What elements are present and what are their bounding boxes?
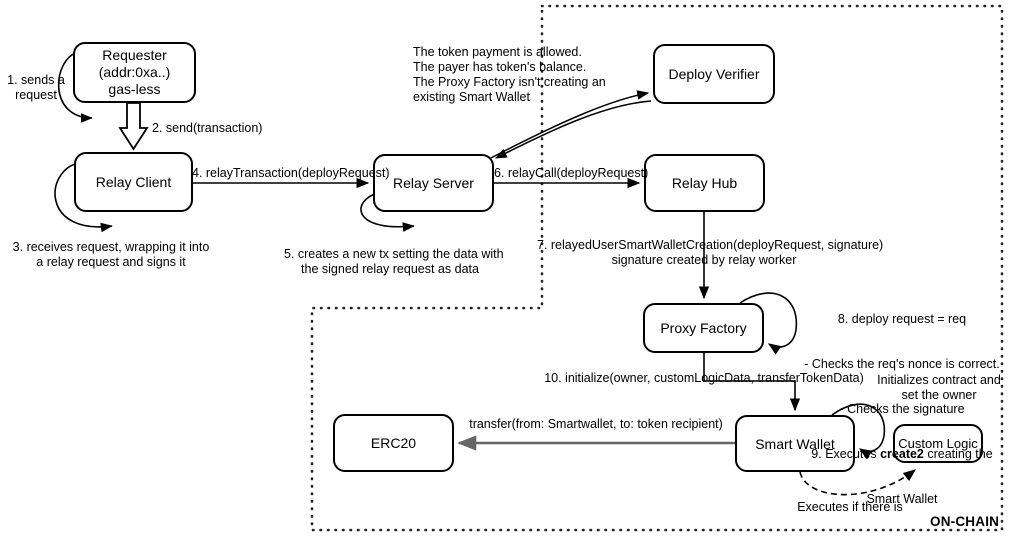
label-step3: 3. receives request, wrapping it into a …: [12, 240, 210, 269]
annotation-factory-line2: - Checks the req's nonce is correct.: [804, 357, 1000, 371]
edge-smartwallet-selfloop: [831, 403, 886, 460]
annotation-factory-line5: Smart Wallet: [866, 492, 938, 506]
annotation-factory-line4-pre: 9. Executes: [811, 447, 881, 461]
label-step7: 7. relayedUserSmartWalletCreation(deploy…: [537, 238, 884, 267]
edge-step2-block-arrow: [118, 102, 149, 151]
node-proxy-factory-label: Proxy Factory: [660, 320, 747, 336]
on-chain-region-label: ON-CHAIN: [930, 514, 1000, 529]
node-erc20[interactable]: ERC20: [333, 414, 454, 472]
annotation-factory-line4-post: creating the: [923, 447, 993, 461]
annotation-verifier-checks: The token payment is allowed. The payer …: [413, 45, 606, 104]
node-custom-logic-label: Custom Logic: [898, 435, 978, 451]
node-proxy-factory[interactable]: Proxy Factory: [643, 303, 764, 353]
node-relay-client-label: Relay Client: [95, 174, 172, 190]
label-step10: 10. initialize(owner, customLogicData, t…: [544, 371, 864, 385]
node-requester-line2: (addr:0xa..): [98, 64, 171, 80]
node-relay-client[interactable]: Relay Client: [74, 152, 193, 212]
edge-step3-selfloop: [54, 162, 113, 233]
annotation-factory-create2: create2: [880, 447, 924, 461]
annotation-factory-checks: 8. deploy request = req - Checks the req…: [795, 282, 1009, 537]
annotation-factory-line3: - Checks the signature: [839, 402, 965, 416]
node-relay-server[interactable]: Relay Server: [373, 154, 494, 212]
label-executes-if-there-is: Executes if there is: [797, 500, 903, 514]
edge-server-to-verifier: [486, 90, 650, 161]
node-requester[interactable]: Requester (addr:0xa..) gas-less: [73, 42, 196, 103]
node-smart-wallet[interactable]: Smart Wallet: [735, 415, 855, 472]
node-erc20-label: ERC20: [370, 435, 417, 451]
node-smart-wallet-label: Smart Wallet: [755, 435, 835, 452]
edge-step10: [703, 353, 801, 412]
node-relay-server-label: Relay Server: [393, 175, 474, 191]
node-deploy-verifier-label: Deploy Verifier: [668, 66, 760, 82]
label-step4: 4. relayTransaction(deployRequest): [192, 166, 390, 180]
node-custom-logic[interactable]: Custom Logic: [893, 424, 983, 463]
node-requester-line1: Requester: [102, 47, 167, 63]
label-step5: 5. creates a new tx setting the data wit…: [284, 247, 504, 276]
annotation-factory-line1: 8. deploy request = req: [837, 312, 967, 326]
edge-executes-if-there-is: [799, 469, 917, 496]
node-requester-line3: gas-less: [108, 81, 161, 97]
label-step2: 2. send(transaction): [152, 121, 263, 135]
on-chain-boundary: [310, 4, 1004, 532]
label-transfer: transfer(from: Smartwallet, to: token re…: [469, 417, 723, 431]
edge-verifier-to-server: [494, 100, 652, 159]
node-relay-hub[interactable]: Relay Hub: [644, 154, 765, 212]
annotation-initializes-contract: Initializes contract and set the owner: [877, 373, 1001, 402]
label-step6: 6. relayCall(deployRequest): [494, 166, 649, 180]
annotation-factory-line4: 9. Executes create2 creating the: [795, 447, 1009, 462]
label-step1: 1. sends a request: [7, 73, 65, 102]
edge-proxyfactory-selfloop: [739, 292, 798, 355]
node-relay-hub-label: Relay Hub: [671, 175, 738, 191]
node-deploy-verifier[interactable]: Deploy Verifier: [653, 44, 775, 104]
edge-step5-selfloop: [360, 192, 415, 232]
edge-step1-selfloop: [57, 51, 93, 123]
